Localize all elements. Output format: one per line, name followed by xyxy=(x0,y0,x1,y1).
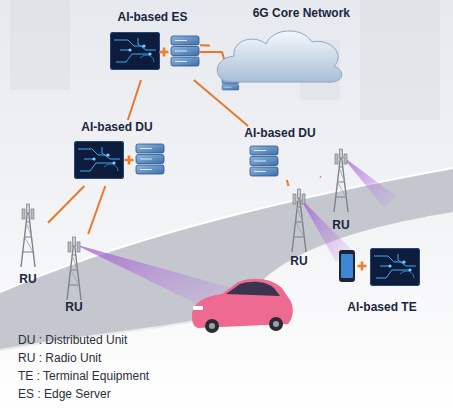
network-link xyxy=(48,186,84,223)
node-label: RU xyxy=(8,272,48,286)
network-link xyxy=(194,80,248,126)
core-cloud: 6G Core Network xyxy=(210,6,352,86)
network-link xyxy=(287,180,289,186)
node-label: AI-based ES xyxy=(105,10,200,24)
node-label: RU xyxy=(54,300,94,314)
legend-entry: DU : Distributed Unit xyxy=(18,331,149,349)
terminal-group: AI-based TE xyxy=(332,244,432,314)
radio-unit: RU xyxy=(321,146,361,232)
legend: DU : Distributed Unit RU : Radio Unit TE :… xyxy=(18,331,149,403)
node-label: AI-based DU xyxy=(240,126,320,140)
node-label: RU xyxy=(279,254,319,268)
legend-text: DU : Distributed Unit xyxy=(18,333,127,347)
du-group: AI-based DU xyxy=(68,120,166,186)
legend-entry: TE : Terminal Equipment xyxy=(18,367,149,385)
es-group: AI-based ES xyxy=(105,10,200,80)
node-label: 6G Core Network xyxy=(253,6,350,20)
radio-unit: RU xyxy=(279,186,319,268)
node-label: AI-based DU xyxy=(68,120,166,134)
du-group: AI-based DU xyxy=(240,126,320,180)
legend-text: RU : Radio Unit xyxy=(18,351,101,365)
radio-unit: RU xyxy=(8,200,48,286)
legend-text: ES : Edge Server xyxy=(18,387,111,401)
legend-entry: RU : Radio Unit xyxy=(18,349,149,367)
legend-entry: ES : Edge Server xyxy=(18,385,149,403)
network-link xyxy=(200,44,210,46)
network-link xyxy=(320,176,321,179)
legend-text: TE : Terminal Equipment xyxy=(18,369,149,383)
node-label: AI-based TE xyxy=(332,300,432,314)
radio-unit: RU xyxy=(54,234,94,314)
network-link xyxy=(88,186,105,234)
node-label: RU xyxy=(321,218,361,232)
network-link xyxy=(128,80,141,120)
